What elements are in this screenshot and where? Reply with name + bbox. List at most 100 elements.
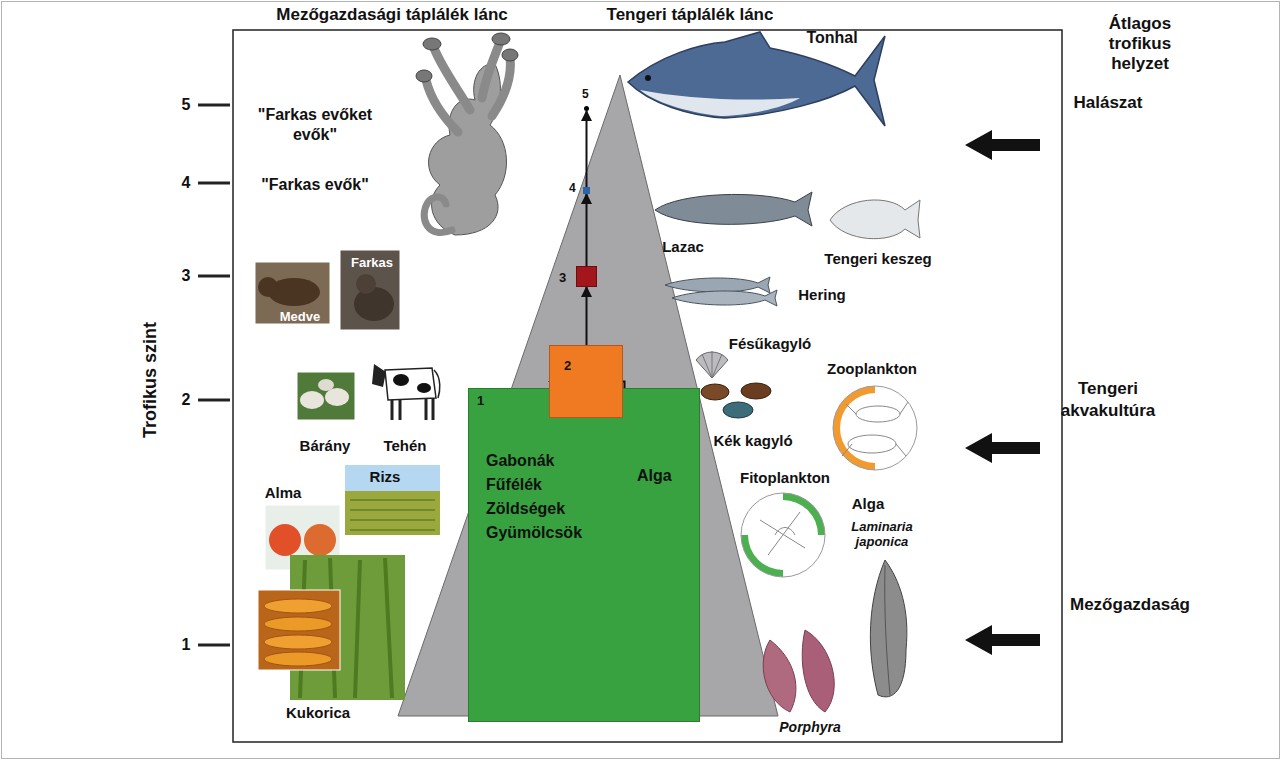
- dragon-head: [492, 33, 510, 45]
- porphyra: [763, 640, 796, 712]
- consumer-label: "Farkas evők": [261, 176, 369, 194]
- axis-tick: [198, 182, 230, 185]
- sea-bream: [830, 200, 920, 239]
- dragon-body: [429, 64, 507, 235]
- wolf-photo: [340, 250, 400, 330]
- phytoplankton-sketch: [760, 512, 805, 555]
- apple: [304, 524, 336, 556]
- axis-tick-label: 3: [182, 267, 191, 285]
- axis-tick: [198, 104, 230, 107]
- photo-caption: Farkas: [351, 255, 393, 270]
- organism-label: Tonhal: [806, 29, 857, 47]
- trophic-level-box: 4: [583, 187, 590, 194]
- corn-cob: [264, 652, 332, 666]
- pointer-arrow: [965, 130, 1040, 160]
- organism-label: Tengeri keszeg: [824, 250, 931, 267]
- zooplankton-disc: [840, 393, 910, 463]
- zooplankton-outline: [833, 386, 917, 470]
- apple: [269, 524, 301, 556]
- dragon-tail: [424, 197, 452, 233]
- pyramid-frame: [233, 30, 1062, 742]
- level-number: 2: [564, 358, 571, 373]
- wolf-shape: [356, 274, 376, 294]
- trophic-transfer-arrow: [586, 111, 588, 187]
- trophic-transfer-arrow: [586, 194, 588, 266]
- corn-cob: [264, 599, 332, 613]
- consumer-label: "Farkas evőket evők": [248, 105, 383, 145]
- sheep-photo: [297, 372, 355, 420]
- organism-label: Alma: [265, 484, 302, 501]
- cow-head: [372, 364, 386, 387]
- corn-cob: [264, 617, 332, 631]
- trophic-level-dot: 5: [584, 106, 589, 111]
- tuna-belly: [640, 90, 800, 116]
- sheep-shape: [318, 379, 334, 391]
- kelp: [870, 560, 907, 697]
- pointer-arrow: [965, 433, 1040, 463]
- photo-caption: Medve: [280, 309, 320, 324]
- zooplankton-sketch: [842, 402, 908, 456]
- porphyra: [802, 630, 834, 712]
- column-header: Átlagos trofikus helyzet: [1109, 14, 1171, 74]
- trophic-level-box: 3: [576, 266, 597, 287]
- axis-tick-label: 5: [182, 96, 191, 114]
- pointer-arrow: [965, 625, 1040, 655]
- dragon-neck: [482, 42, 500, 98]
- herring: [672, 290, 777, 306]
- column-header: Mezőgazdasági táplálék lánc: [276, 5, 507, 25]
- dragon-neck: [492, 58, 510, 116]
- mussel: [723, 402, 753, 418]
- sheep-shape: [325, 388, 349, 406]
- bear-shape: [258, 277, 278, 297]
- organism-label: Bárány: [300, 437, 351, 454]
- organism-label: Kukorica: [286, 704, 350, 721]
- species-label: Porphyra: [779, 719, 840, 735]
- organism-label: Zooplankton: [827, 360, 917, 377]
- organism-label: Lazac: [662, 238, 704, 255]
- sector-label: Tengeri akvakultúra: [1061, 378, 1155, 422]
- axis-title: Trofikus szint: [140, 322, 161, 438]
- dragon-head: [502, 49, 518, 61]
- axis-tick: [198, 399, 230, 402]
- organism-label: Fitoplankton: [740, 469, 830, 486]
- dragon-head: [423, 38, 441, 50]
- axis-tick: [198, 275, 230, 278]
- kelp-rib: [885, 565, 890, 695]
- axis-tick-label: 1: [182, 636, 191, 654]
- corn-cob: [264, 635, 332, 649]
- cow-patch: [417, 383, 431, 393]
- organism-label: Kék kagyló: [713, 432, 792, 449]
- axis-tick-label: 2: [182, 391, 191, 409]
- phytoplankton-outline: [741, 493, 825, 577]
- bear-photo: [255, 262, 330, 324]
- cow-body: [385, 368, 436, 400]
- dragon-head: [416, 70, 432, 82]
- axis-tick-label: 4: [182, 174, 191, 192]
- organism-label: Tehén: [383, 437, 426, 454]
- level-number: 1: [477, 393, 484, 408]
- cow-legs: [392, 398, 433, 420]
- organism-label: Alga: [852, 495, 885, 512]
- food-group-label: Alga: [637, 467, 672, 485]
- level-number: 5: [582, 87, 589, 101]
- trophic-level-box: 2: [549, 345, 623, 418]
- tuna-eye: [645, 75, 651, 81]
- zooplankton-sketch: [856, 406, 900, 422]
- rice-field: [345, 491, 440, 535]
- cow-patch: [393, 374, 409, 386]
- level-number: 3: [559, 270, 566, 285]
- sheep-shape: [300, 391, 324, 409]
- wolf-shape: [354, 287, 394, 321]
- mussel: [741, 383, 771, 399]
- phytoplankton-disc: [748, 500, 818, 570]
- tuna: [628, 32, 885, 126]
- scallop-ribs: [702, 351, 722, 378]
- sector-label: Mezőgazdaság: [1070, 595, 1190, 615]
- organism-label: Hering: [798, 286, 846, 303]
- sector-label: Halászat: [1074, 93, 1143, 113]
- species-label: Laminaria japonica: [851, 519, 912, 549]
- axis-tick: [198, 644, 230, 647]
- dragon-neck: [434, 48, 470, 110]
- cow-tail: [434, 370, 440, 398]
